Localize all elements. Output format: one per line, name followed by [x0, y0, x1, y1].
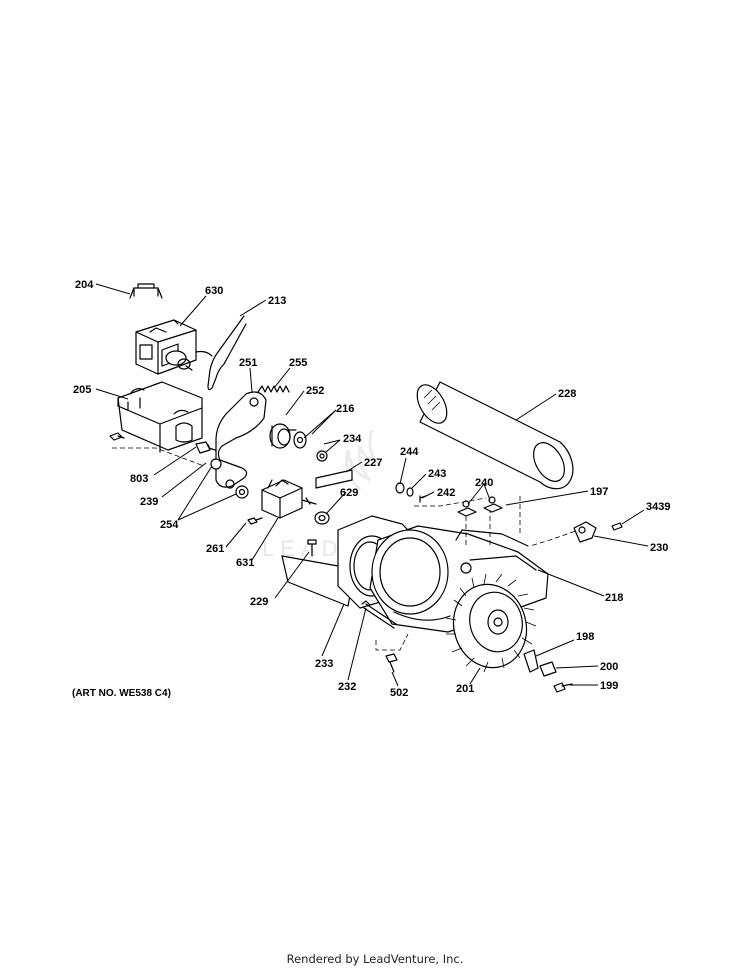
part-200-clamp: [539, 661, 557, 677]
callout-502: 502: [390, 687, 408, 699]
part-261-screw: [247, 517, 263, 525]
callout-229: 229: [250, 596, 268, 608]
part-229-screw: [307, 539, 317, 557]
callout-228: 228: [558, 388, 576, 400]
callout-261: 261: [206, 543, 224, 555]
callout-197: 197: [590, 486, 608, 498]
callout-218: 218: [605, 592, 623, 604]
part-198-clip: [523, 649, 539, 673]
part-234-nut: [316, 450, 328, 462]
part-251-idler-arm: [215, 391, 267, 489]
part-239-coupling: [195, 441, 211, 454]
callout-204: 204: [75, 279, 94, 291]
part-216-pulley: [293, 431, 307, 449]
part-243-washer: [406, 487, 414, 497]
callout-630: 630: [205, 285, 223, 297]
callout-242: 242: [437, 487, 455, 499]
callout-230: 230: [650, 542, 668, 554]
callout-198: 198: [576, 631, 594, 643]
callout-213: 213: [268, 295, 286, 307]
callout-251: 251: [239, 357, 257, 369]
part-254-washer: [210, 458, 249, 499]
part-199-bolt: [553, 682, 573, 693]
part-630-motor: [135, 319, 197, 375]
part-228-duct-tube: [416, 381, 574, 490]
leader-lines: [95, 283, 649, 687]
callout-240: 240: [475, 477, 493, 489]
part-255-spring: [257, 385, 290, 393]
callout-254: 254: [160, 519, 179, 531]
footer-credit: Rendered by LeadVenture, Inc.: [286, 952, 464, 966]
callout-244: 244: [400, 446, 419, 458]
callout-243: 243: [428, 468, 446, 480]
part-240-thermostat: [457, 496, 503, 517]
part-502-screw: [385, 653, 398, 673]
part-232-bolt: [361, 600, 397, 629]
part-252-pulley: [269, 423, 297, 449]
callout-labels: 204 630 213 205 251 255 252 216 234 227 …: [73, 279, 670, 699]
callout-234: 234: [343, 433, 362, 445]
part-3439-screw: [611, 522, 623, 531]
part-629-washer: [314, 511, 330, 525]
part-204-clip: [129, 283, 163, 299]
callout-803: 803: [130, 473, 148, 485]
callout-233: 233: [315, 658, 333, 670]
part-227-belt: [315, 469, 353, 489]
callout-255: 255: [289, 357, 307, 369]
callout-201: 201: [456, 683, 474, 695]
callout-252: 252: [306, 385, 324, 397]
callout-3439: 3439: [646, 501, 670, 513]
callout-232: 232: [338, 681, 356, 693]
callout-227: 227: [364, 457, 382, 469]
callout-199: 199: [600, 680, 618, 692]
part-244-washer: [395, 482, 405, 494]
callout-205: 205: [73, 384, 91, 396]
callout-200: 200: [600, 661, 618, 673]
callout-216: 216: [336, 403, 354, 415]
callout-631: 631: [236, 557, 254, 569]
callout-629: 629: [340, 487, 358, 499]
art-number: (ART NO. WE538 C4): [72, 688, 171, 699]
part-213-wire: [195, 315, 247, 391]
part-230-thermistor: [573, 521, 597, 543]
part-205-bracket: [117, 381, 203, 453]
part-201-blower-wheel: [445, 573, 537, 673]
callout-239: 239: [140, 496, 158, 508]
part-631-switch: [261, 479, 317, 519]
